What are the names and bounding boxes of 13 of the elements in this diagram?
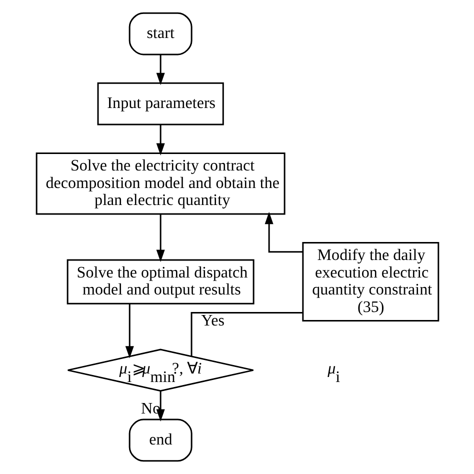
node-box: Solve the electricity contract decomposition model and obtain the plan electric quantity [35,152,285,215]
arrow [124,304,134,358]
node-box: Input parameters [96,82,224,126]
arrow [156,124,164,156]
node-box: Modify the daily execution electric quantity constraint (35) [302,242,439,322]
arrow [156,54,164,86]
edge-label: Yes [200,312,224,330]
arrow [264,212,302,253]
node-box: Solve the optimal dispatch model and output results [66,259,254,304]
connector [190,312,302,356]
node-box: start [128,12,192,56]
arrow [156,214,164,262]
node-box: end [128,418,192,462]
